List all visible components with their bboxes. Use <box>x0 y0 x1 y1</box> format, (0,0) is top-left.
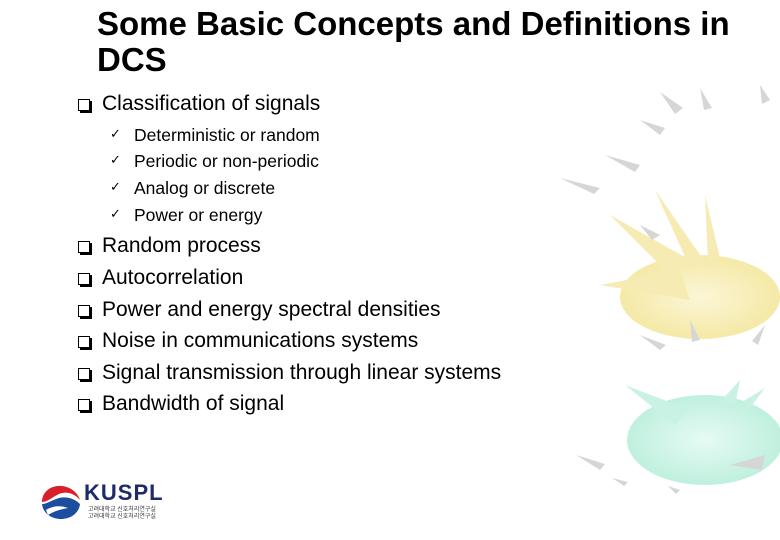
sub-bullet-item: ✓ Power or energy <box>78 202 598 229</box>
sub-bullet-label: Deterministic or random <box>134 124 320 145</box>
checkbox-bullet-icon <box>78 367 90 380</box>
checkbox-bullet-icon <box>78 304 90 317</box>
kuspl-emblem-icon <box>42 485 80 519</box>
checkmark-icon: ✓ <box>110 180 121 195</box>
checkbox-bullet-icon <box>78 99 90 111</box>
bullet-label: Classification of signals <box>102 92 321 115</box>
checkmark-icon: ✓ <box>110 153 121 169</box>
logo-tagline-line: 고려대학교 신호처리연구실 <box>88 514 156 520</box>
logo-tagline-line: 고려대학교 신호처리연구실 <box>88 507 156 513</box>
checkbox-bullet-icon <box>78 241 90 254</box>
sub-bullet-list: ✓ Deterministic or random ✓ Periodic or … <box>78 122 598 229</box>
sub-bullet-label: Power or energy <box>134 204 263 225</box>
bullet-item-random-process: Random process <box>78 230 598 262</box>
bullet-label: Autocorrelation <box>102 266 244 289</box>
checkmark-icon: ✓ <box>110 206 121 222</box>
bullet-label: Random process <box>102 234 261 258</box>
yellow-burst-shape <box>600 190 780 339</box>
bullet-list: Classification of signals ✓ Deterministi… <box>78 88 598 420</box>
bullet-item-classification: Classification of signals <box>78 88 598 120</box>
bullet-item-autocorrelation: Autocorrelation <box>78 262 598 294</box>
sub-bullet-item: ✓ Deterministic or random <box>78 122 598 149</box>
bullet-item-signal-transmission: Signal transmission through linear syste… <box>78 357 598 389</box>
kuspl-logo: KUSPL 고려대학교 신호처리연구실 고려대학교 신호처리연구실 <box>38 480 178 525</box>
checkbox-bullet-icon <box>78 336 90 349</box>
logo-tagline: 고려대학교 신호처리연구실 고려대학교 신호처리연구실 <box>88 507 208 521</box>
teal-burst-shape <box>625 380 780 485</box>
checkbox-bullet-icon <box>78 273 90 285</box>
bullet-label: Signal transmission through linear syste… <box>102 360 502 384</box>
bullet-item-bandwidth: Bandwidth of signal <box>78 388 598 420</box>
bullet-item-noise: Noise in communications systems <box>78 325 598 357</box>
slide-title: Some Basic Concepts and Definitions in D… <box>97 5 730 78</box>
sub-bullet-label: Periodic or non-periodic <box>134 151 319 172</box>
bullet-label: Noise in communications systems <box>102 329 419 353</box>
checkbox-bullet-icon <box>78 399 90 412</box>
sub-bullet-item: ✓ Periodic or non-periodic <box>78 148 598 175</box>
sub-bullet-item: ✓ Analog or discrete <box>78 175 598 202</box>
logo-wordmark: KUSPL <box>84 480 164 505</box>
bullet-label: Power and energy spectral densities <box>102 297 441 321</box>
sub-bullet-label: Analog or discrete <box>134 178 276 198</box>
bullet-label: Bandwidth of signal <box>102 392 285 416</box>
bullet-item-spectral-densities: Power and energy spectral densities <box>78 294 598 326</box>
checkmark-icon: ✓ <box>110 126 121 142</box>
